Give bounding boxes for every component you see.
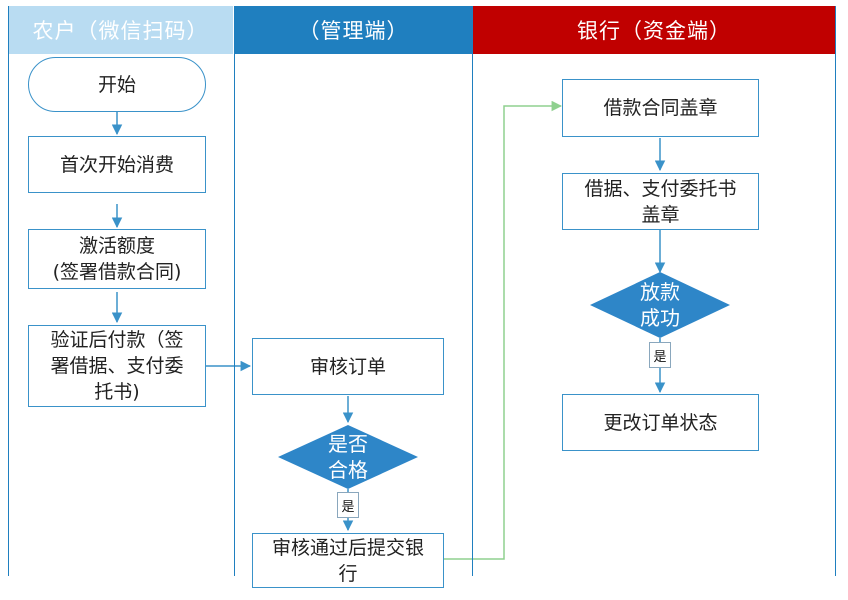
node-first-purchase: 首次开始消费 bbox=[28, 136, 206, 193]
node-update-status: 更改订单状态 bbox=[562, 394, 759, 451]
lane-border-right bbox=[835, 6, 836, 576]
lane-border-farmer-mgmt bbox=[234, 6, 235, 576]
diamond-loan-success bbox=[590, 272, 730, 338]
lane-border-left bbox=[8, 6, 9, 576]
diamond-qualified-label: 是否 合格 bbox=[328, 432, 368, 482]
node-review-order: 审核订单 bbox=[252, 338, 444, 395]
diamond-loan-success-label: 放款 成功 bbox=[640, 280, 680, 330]
arrow-approved-to-loan-contract bbox=[444, 100, 563, 560]
node-receipt-stamp: 借据、支付委托书 盖章 bbox=[562, 173, 759, 230]
watermark-logo bbox=[676, 552, 836, 596]
yes-label-bank: 是 bbox=[649, 342, 671, 368]
node-verify-pay: 验证后付款（签 署借据、支付委 托书) bbox=[28, 325, 206, 407]
node-loan-contract-stamp: 借款合同盖章 bbox=[562, 79, 759, 137]
lane-header-management: （管理端） bbox=[235, 6, 472, 54]
lane-header-farmer: 农户（微信扫码） bbox=[8, 6, 234, 54]
lane-border-mgmt-bank bbox=[472, 6, 473, 576]
node-approved-submit: 审核通过后提交银 行 bbox=[252, 533, 444, 588]
node-start: 开始 bbox=[28, 57, 206, 112]
diamond-qualified bbox=[278, 425, 418, 489]
yes-label-management: 是 bbox=[337, 492, 359, 518]
lane-header-bank: 银行（资金端） bbox=[473, 6, 835, 54]
node-activate-credit: 激活额度 (签署借款合同) bbox=[28, 229, 206, 289]
